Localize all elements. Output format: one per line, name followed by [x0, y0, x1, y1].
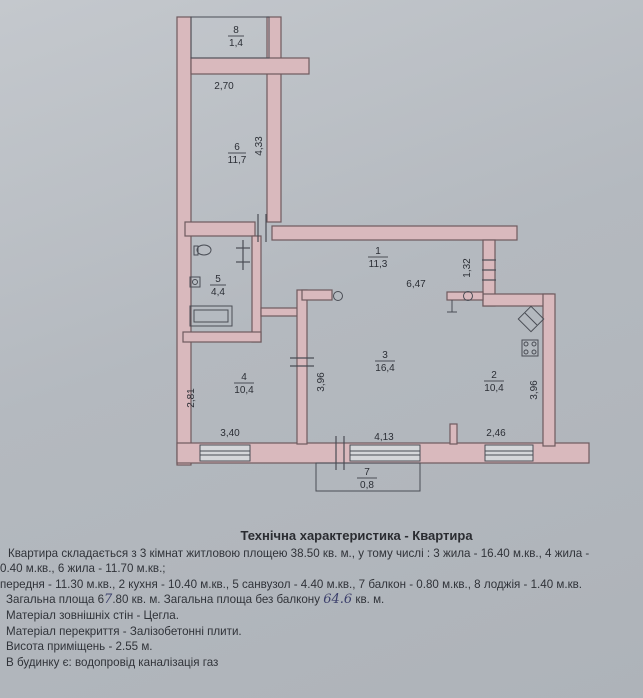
document-title: Технічна характеристика - Квартира	[240, 528, 473, 543]
room-label: 5	[215, 274, 221, 285]
desc-line: Матеріал зовнішніх стін - Цегла.	[6, 608, 179, 622]
sink-icon	[189, 276, 201, 288]
room-area: 10,4	[234, 385, 254, 396]
fixtures	[189, 244, 545, 357]
dimension-label: 2,46	[486, 428, 506, 439]
room-label: 6	[234, 142, 240, 153]
desc-line: Матеріал перекриття - Залізобетонні плит…	[6, 624, 242, 638]
kitchen-right-wall	[542, 293, 556, 447]
hob-icon	[521, 339, 539, 357]
loggia-rail	[190, 57, 310, 75]
room-label: 2	[491, 370, 497, 381]
total-area-middle: .80 кв. м. Загальна площа без балкону	[112, 593, 324, 607]
top-wall-left	[184, 221, 256, 237]
desc-line: передня - 11.30 м.кв., 2 кухня - 10.40 м…	[0, 577, 583, 591]
dimension-labels: 2,70 4,33 6,47 1,32 3,96 2,81 3,96 3,40 …	[186, 81, 540, 443]
floor-plan: 8 1,4 6 11,7 1 11,3 5 4,4 3 16,4 4 10,4 …	[176, 16, 590, 492]
desc-line: В будинку є: водопровід каналізація газ	[6, 655, 219, 669]
dimension-label: 2,70	[214, 81, 234, 92]
handwritten-value: 7	[104, 592, 113, 608]
kitchen-stub	[449, 423, 458, 445]
desc-line: Висота приміщень - 2.55 м.	[6, 640, 153, 654]
dimension-label: 1,32	[462, 258, 473, 278]
partition-room4	[296, 289, 308, 445]
top-wall-right	[271, 225, 518, 241]
desc-line: 0.40 м.кв., 6 жила - 11.70 м.кв.;	[0, 562, 166, 576]
riser-icon	[333, 291, 343, 301]
bathroom-bottom-wall	[182, 331, 262, 343]
partition-stub	[301, 289, 333, 301]
walls	[176, 16, 590, 466]
bathroom-right-wall	[251, 235, 262, 343]
room-area: 0,8	[360, 480, 374, 491]
room-area: 11,3	[369, 259, 388, 270]
dimension-label: 4,13	[374, 432, 394, 443]
handwritten-value: 64.6	[323, 592, 353, 608]
dimension-label: 3,96	[529, 380, 540, 400]
technical-description: Технічна характеристика - Квартира Кварт…	[0, 528, 643, 670]
balcony-outline	[315, 462, 421, 492]
window-kitchen	[484, 444, 534, 462]
dimension-label: 3,96	[316, 372, 327, 392]
left-outer-wall	[176, 16, 192, 466]
door-marks	[236, 214, 496, 470]
stove-icon	[517, 305, 545, 333]
room-area: 16,4	[375, 363, 395, 374]
window-room4	[199, 444, 251, 462]
partition-a	[260, 307, 302, 317]
dimension-label: 3,40	[220, 428, 240, 439]
total-area-prefix: Загальна площа 6	[6, 593, 105, 607]
dimension-label: 2,81	[186, 388, 197, 408]
room-area: 10,4	[484, 383, 504, 394]
room-label: 3	[382, 350, 388, 361]
toilet-icon	[196, 244, 212, 256]
windows	[199, 444, 534, 462]
room-area: 4,4	[211, 287, 225, 298]
loggia-outline	[190, 16, 270, 59]
bathtub	[189, 305, 233, 327]
room-label: 4	[241, 372, 247, 383]
desc-line: Квартира складається з 3 кімнат житловою…	[8, 546, 590, 560]
room-labels: 8 1,4 6 11,7 1 11,3 5 4,4 3 16,4 4 10,4 …	[210, 25, 504, 491]
total-area-suffix: кв. м.	[352, 593, 385, 607]
room-label: 8	[233, 25, 239, 36]
room-label: 1	[375, 246, 381, 257]
dimension-label: 6,47	[406, 279, 426, 290]
room-area: 1,4	[229, 38, 243, 49]
window-room3	[349, 444, 421, 462]
desc-line-areas: Загальна площа 67.80 кв. м. Загальна пло…	[0, 592, 643, 608]
dimension-label: 4,33	[254, 136, 265, 156]
room-label: 7	[364, 467, 370, 478]
room-area: 11,7	[228, 155, 247, 166]
